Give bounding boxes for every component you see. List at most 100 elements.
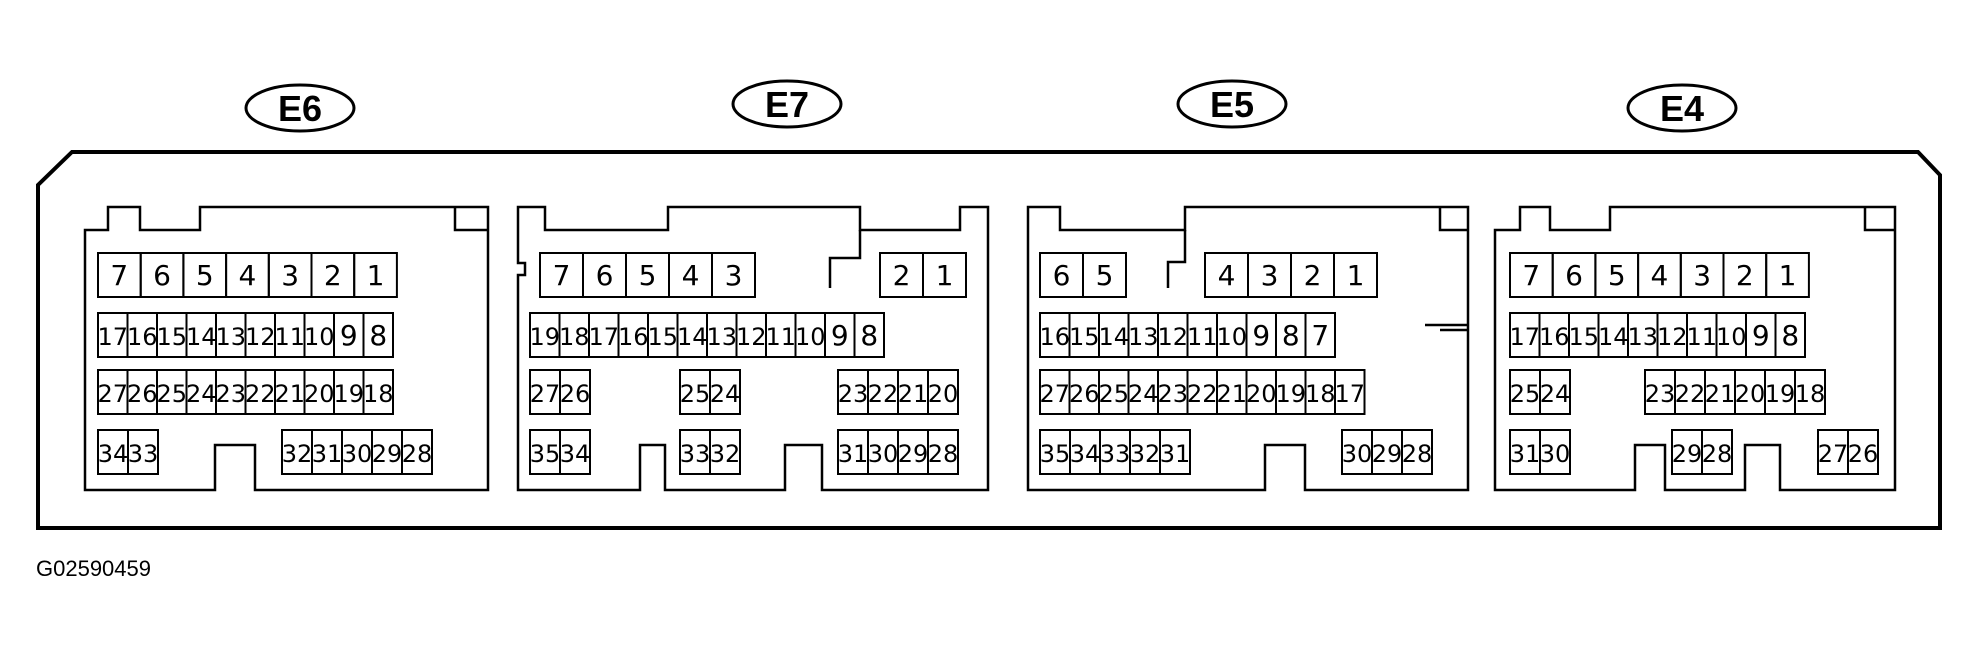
- pin-e6-20: 20: [303, 369, 335, 415]
- pin-number: 2: [324, 259, 342, 292]
- pin-number: 6: [1565, 259, 1583, 292]
- pin-number: 29: [898, 440, 929, 468]
- pin-e5-33: 33: [1099, 429, 1131, 475]
- pin-number: 25: [1510, 380, 1541, 408]
- pin-e4-21: 21: [1704, 369, 1736, 415]
- pin-number: 18: [363, 380, 394, 408]
- connector-label-e7: E7: [765, 84, 809, 125]
- connector-outline-e5: [1026, 205, 1470, 492]
- pin-number: 30: [1540, 440, 1571, 468]
- pin-number: 23: [1645, 380, 1676, 408]
- pin-number: 30: [868, 440, 899, 468]
- pin-e6-18: 18: [362, 369, 394, 415]
- pin-e7-29: 29: [897, 429, 929, 475]
- pin-e7-23: 23: [837, 369, 869, 415]
- pin-e5-8: 8: [1275, 312, 1307, 358]
- pin-e7-30: 30: [867, 429, 899, 475]
- pin-cavity: [559, 429, 591, 475]
- pin-number: 32: [1130, 440, 1161, 468]
- pin-number: 11: [274, 323, 305, 351]
- connector-label-e4: E4: [1660, 88, 1704, 129]
- pin-cavity: [1333, 252, 1378, 298]
- pin-cavity: [922, 252, 967, 298]
- pin-cavity: [1082, 252, 1127, 298]
- pin-e7-34: 34: [559, 429, 591, 475]
- pin-number: 16: [1039, 323, 1070, 351]
- pin-e7-7: 7: [539, 252, 584, 298]
- pin-cavity: [853, 312, 885, 358]
- pin-number: 23: [838, 380, 869, 408]
- pin-e5-5: 5: [1082, 252, 1127, 298]
- pin-e4-8: 8: [1774, 312, 1806, 358]
- pin-number: 17: [97, 323, 128, 351]
- pin-number: 18: [1305, 380, 1336, 408]
- connector-label-e6: E6: [278, 88, 322, 129]
- pin-number: 6: [596, 259, 614, 292]
- pin-e7-19: 19: [529, 312, 561, 358]
- pin-e6-13: 13: [215, 312, 247, 358]
- pin-cavity: [1794, 369, 1826, 415]
- connector-key-e5: [1166, 230, 1468, 327]
- pin-number: 16: [127, 323, 158, 351]
- pin-e5-30: 30: [1341, 429, 1373, 475]
- pin-e5-13: 13: [1127, 312, 1159, 358]
- pin-e7-10: 10: [794, 312, 826, 358]
- pin-cavity: [927, 369, 959, 415]
- pin-e6-22: 22: [244, 369, 276, 415]
- pin-e4-27: 27: [1817, 429, 1849, 475]
- pin-e6-25: 25: [156, 369, 188, 415]
- pin-number: 26: [1848, 440, 1879, 468]
- pin-number: 14: [1598, 323, 1629, 351]
- pin-e5-7: 7: [1304, 312, 1336, 358]
- pin-e7-14: 14: [676, 312, 708, 358]
- pin-cavity: [1847, 429, 1879, 475]
- pin-e5-2: 2: [1290, 252, 1335, 298]
- pin-number: 13: [1627, 323, 1658, 351]
- pin-number: 20: [928, 380, 959, 408]
- pin-number: 21: [898, 380, 929, 408]
- pin-number: 10: [1716, 323, 1747, 351]
- pin-e4-24: 24: [1539, 369, 1571, 415]
- pin-number: 9: [1252, 319, 1270, 352]
- pin-number: 13: [215, 323, 246, 351]
- pin-number: 19: [1275, 380, 1306, 408]
- pin-e7-20: 20: [927, 369, 959, 415]
- pin-number: 9: [1752, 319, 1770, 352]
- pin-e6-10: 10: [303, 312, 335, 358]
- pin-e4-13: 13: [1627, 312, 1659, 358]
- pin-number: 25: [680, 380, 711, 408]
- pin-e7-12: 12: [735, 312, 767, 358]
- pin-number: 10: [795, 323, 826, 351]
- pin-e6-33: 33: [127, 429, 159, 475]
- pin-e4-20: 20: [1734, 369, 1766, 415]
- pin-number: 25: [156, 380, 187, 408]
- pin-number: 7: [110, 259, 128, 292]
- pin-e6-3: 3: [267, 252, 313, 298]
- pin-number: 3: [1693, 259, 1711, 292]
- pin-e5-28: 28: [1401, 429, 1433, 475]
- pin-number: 1: [936, 259, 954, 292]
- pin-e4-14: 14: [1597, 312, 1629, 358]
- connector-label-e5: E5: [1210, 84, 1254, 125]
- pin-number: 8: [1282, 319, 1300, 352]
- pin-e5-10: 10: [1216, 312, 1248, 358]
- pin-e4-5: 5: [1594, 252, 1640, 298]
- pin-e5-32: 32: [1129, 429, 1161, 475]
- pin-e6-28: 28: [401, 429, 433, 475]
- pin-e4-12: 12: [1656, 312, 1688, 358]
- pin-e6-4: 4: [225, 252, 270, 298]
- connector-outline-e4: [1493, 205, 1897, 492]
- pin-number: 31: [312, 440, 343, 468]
- pin-number: 31: [1510, 440, 1541, 468]
- pin-e4-1: 1: [1765, 252, 1810, 298]
- pin-number: 20: [1246, 380, 1277, 408]
- pin-number: 27: [1818, 440, 1849, 468]
- pin-number: 12: [736, 323, 767, 351]
- pin-number: 4: [1218, 259, 1236, 292]
- pin-cavity: [1774, 312, 1806, 358]
- pin-number: 18: [1795, 380, 1826, 408]
- pin-e4-25: 25: [1509, 369, 1541, 415]
- pin-e4-22: 22: [1674, 369, 1706, 415]
- pin-number: 19: [529, 323, 560, 351]
- pin-number: 3: [1261, 259, 1279, 292]
